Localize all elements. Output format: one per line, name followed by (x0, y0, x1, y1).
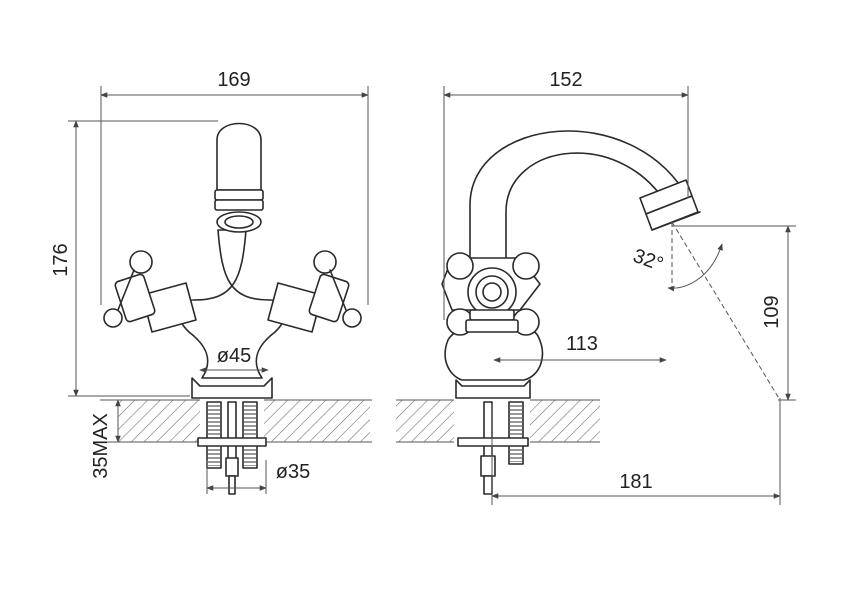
front-mounting-pipes (197, 401, 267, 495)
dim-spout-angle: 32° (630, 221, 781, 401)
dim-base-diameter-label: ø45 (217, 345, 251, 367)
dim-side-width-label: 152 (549, 69, 582, 91)
dim-front-height: 176 (50, 120, 218, 397)
side-view: 152 32° 113 109 181 (396, 69, 796, 505)
dim-max-counter: 35MAX (90, 399, 121, 479)
side-base (455, 379, 531, 399)
dim-side-width: 152 (443, 69, 689, 320)
dim-front-width-label: 169 (217, 69, 250, 91)
front-body (177, 229, 287, 379)
front-base (191, 377, 273, 399)
front-spout (216, 122, 262, 191)
dim-pipe-diameter-label: ø35 (276, 461, 310, 483)
dim-spout-reach: 113 (493, 333, 667, 363)
dim-base-diameter: ø45 (199, 345, 269, 373)
side-cross-handle (441, 252, 541, 336)
front-left-handle (103, 250, 197, 333)
dim-spout-reach-label: 113 (566, 333, 598, 355)
dim-total-depth: 181 (491, 398, 781, 505)
dim-spout-height-label: 109 (761, 295, 783, 328)
front-right-handle (267, 250, 362, 333)
side-countertop (396, 398, 600, 444)
dim-spout-angle-label: 32° (630, 245, 666, 276)
dim-total-depth-label: 181 (619, 471, 652, 493)
dim-pipe-diameter: ø35 (206, 460, 310, 494)
dim-front-height-label: 176 (50, 243, 72, 276)
dim-spout-height: 109 (672, 225, 796, 401)
dim-front-width: 169 (100, 69, 369, 305)
front-view: 169 176 ø45 35MAX ø35 (50, 69, 372, 495)
dim-max-counter-label: 35MAX (90, 413, 112, 479)
